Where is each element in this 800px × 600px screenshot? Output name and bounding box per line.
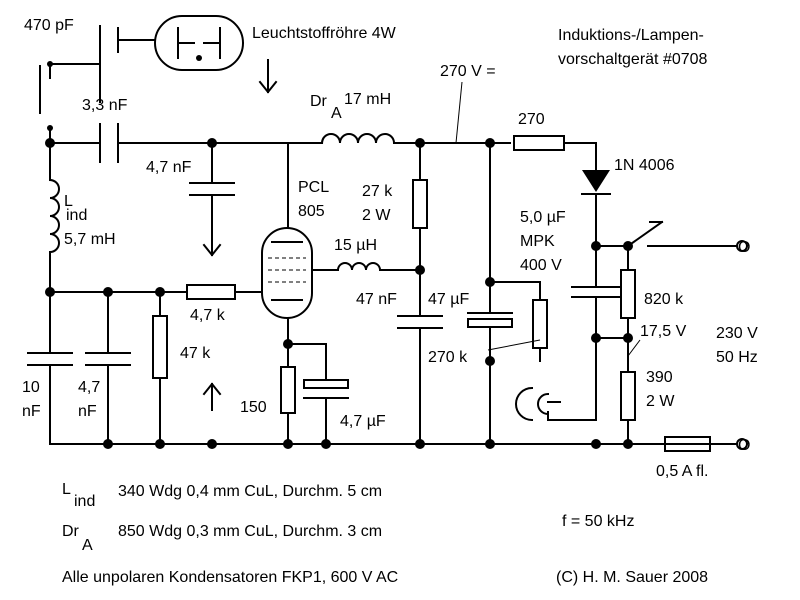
- note-lind-sub: ind: [74, 493, 95, 510]
- label-270k: 270 k: [428, 349, 468, 366]
- note-copyright: (C) H. M. Sauer 2008: [556, 569, 708, 586]
- label-4n7-top: 4,7 nF: [146, 159, 192, 176]
- label-270v: 270 V =: [440, 63, 496, 80]
- label-mains-frequency: 50 Hz: [716, 349, 758, 366]
- label-4n7-bottom-line1: 4,7: [78, 379, 100, 396]
- label-4n7-bottom-line2: nF: [78, 403, 97, 420]
- note-lind-main: L: [62, 481, 71, 498]
- resistor-47k: [152, 315, 168, 379]
- resistor-820k: [620, 269, 636, 319]
- label-10nf-line1: 10: [22, 379, 40, 396]
- label-pcl-line1: PCL: [298, 179, 329, 196]
- note-dra-text: 850 Wdg 0,3 mm CuL, Durchm. 3 cm: [118, 523, 382, 540]
- label-47uf: 47 µF: [428, 291, 469, 308]
- inductor-15uh: [336, 262, 382, 272]
- resistor-270k: [487, 299, 548, 351]
- label-5uf-line3: 400 V: [520, 257, 562, 274]
- label-lind-sub: ind: [66, 207, 87, 224]
- component-labels: 470 pF Leuchtstoffröhre 4W 3,3 nF Dr A 1…: [22, 17, 758, 480]
- label-15uh: 15 µH: [334, 237, 377, 254]
- label-150: 150: [240, 399, 267, 416]
- fuse: [664, 436, 711, 452]
- capacitor-47nf: [397, 315, 443, 329]
- label-4k7: 4,7 k: [190, 307, 226, 324]
- terminal-label-bottom: O: [738, 437, 750, 454]
- label-tube: Leuchtstoffröhre 4W: [252, 25, 397, 42]
- label-diode: 1N 4006: [614, 157, 675, 174]
- junctions: [45, 61, 633, 449]
- diode-1n4006: [581, 170, 611, 195]
- label-fuse: 0,5 A fl.: [656, 463, 708, 480]
- resistor-4k7: [186, 284, 236, 300]
- label-5uf-line2: MPK: [520, 233, 555, 250]
- resistor-150: [280, 366, 296, 414]
- capacitor-4u7: [303, 379, 349, 399]
- label-4u7: 4,7 µF: [340, 413, 386, 430]
- capacitor-10nf: [27, 352, 73, 366]
- vacuum-tube-pcl805: [261, 227, 313, 319]
- arrow-4n7-top: [202, 234, 222, 257]
- label-5uf-line1: 5,0 µF: [520, 209, 566, 226]
- label-pcl-line2: 805: [298, 203, 325, 220]
- note-frequency: f = 50 kHz: [562, 513, 634, 530]
- note-dra-main: Dr: [62, 523, 80, 540]
- note-dra-sub: A: [82, 537, 93, 554]
- note-lind-text: 340 Wdg 0,4 mm CuL, Durchm. 5 cm: [118, 483, 382, 500]
- resistor-27k: [412, 179, 428, 229]
- label-17v: 17,5 V: [640, 323, 687, 340]
- label-27k-line1: 27 k: [362, 183, 393, 200]
- label-390-line1: 390: [646, 369, 673, 386]
- label-r270: 270: [518, 111, 545, 128]
- label-470pf: 470 pF: [24, 17, 74, 34]
- bimetal-element: [515, 386, 561, 422]
- capacitor-5uf-mpk: [571, 286, 621, 298]
- terminal-label-top: O: [738, 239, 750, 256]
- notes: L ind 340 Wdg 0,4 mm CuL, Durchm. 5 cm D…: [62, 481, 708, 586]
- label-dra-sub: A: [331, 105, 342, 122]
- label-3n3: 3,3 nF: [82, 97, 128, 114]
- label-dra-value: 17 mH: [344, 91, 391, 108]
- choke-dra: [320, 133, 399, 145]
- arrow-tube: [258, 59, 278, 94]
- note-capacitors: Alle unpolaren Kondensatoren FKP1, 600 V…: [62, 569, 398, 586]
- title-line2: vorschaltgerät #0708: [558, 51, 708, 68]
- label-lind-value: 5,7 mH: [64, 231, 116, 248]
- label-27k-line2: 2 W: [362, 207, 391, 224]
- capacitor-4n7-bottom: [85, 352, 131, 366]
- label-dra-main: Dr: [310, 93, 328, 110]
- resistor-270: [513, 135, 565, 151]
- label-820k: 820 k: [644, 291, 684, 308]
- capacitor-47uf: [467, 312, 513, 328]
- title-line1: Induktions-/Lampen-: [558, 27, 704, 44]
- capacitor-4n7-top: [189, 182, 235, 196]
- voltage-pointer: [627, 339, 641, 357]
- diagram-title: Induktions-/Lampen- vorschaltgerät #0708: [558, 27, 708, 68]
- dc-voltage-pointer: [455, 81, 463, 144]
- capacitor-3n3: [99, 123, 119, 163]
- label-lind-main: L: [64, 193, 73, 210]
- arrow-up: [202, 382, 222, 411]
- label-mains-voltage: 230 V: [716, 325, 758, 342]
- mains-switch: [626, 220, 664, 248]
- inductor-lind: [48, 178, 60, 256]
- capacitor-470pf: [99, 25, 119, 103]
- terminals: [736, 240, 748, 450]
- label-390-line2: 2 W: [646, 393, 675, 410]
- resistor-390: [620, 371, 636, 421]
- label-47nf: 47 nF: [356, 291, 397, 308]
- fluorescent-tube: [154, 15, 244, 71]
- label-47k: 47 k: [180, 345, 211, 362]
- label-10nf-line2: nF: [22, 403, 41, 420]
